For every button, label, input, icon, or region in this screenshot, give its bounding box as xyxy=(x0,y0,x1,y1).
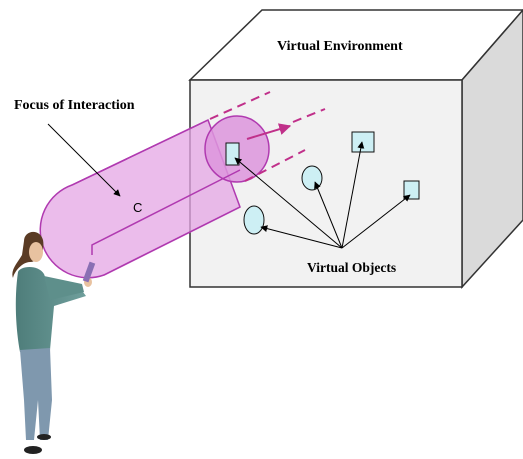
beam-extensions xyxy=(209,91,326,182)
pointing-ray xyxy=(91,169,241,255)
focus-pointer-line xyxy=(47,123,121,197)
virtual-environment-label: Virtual Environment xyxy=(277,39,403,54)
focus-of-interaction-label: Focus of Interaction xyxy=(14,98,135,113)
virtual-objects-label: Virtual Objects xyxy=(307,260,397,275)
selected-object xyxy=(225,142,240,166)
object-ellipse-left xyxy=(243,205,265,235)
object-rect-right xyxy=(403,180,420,200)
object-ellipse-top xyxy=(301,165,323,191)
cylinder-marker-label: C xyxy=(133,200,143,215)
cylinder-body xyxy=(39,118,241,279)
object-square-top xyxy=(351,131,375,153)
virtual-environment-box xyxy=(188,8,523,289)
person-figure xyxy=(12,231,96,454)
object-pointer-lines xyxy=(234,141,411,249)
